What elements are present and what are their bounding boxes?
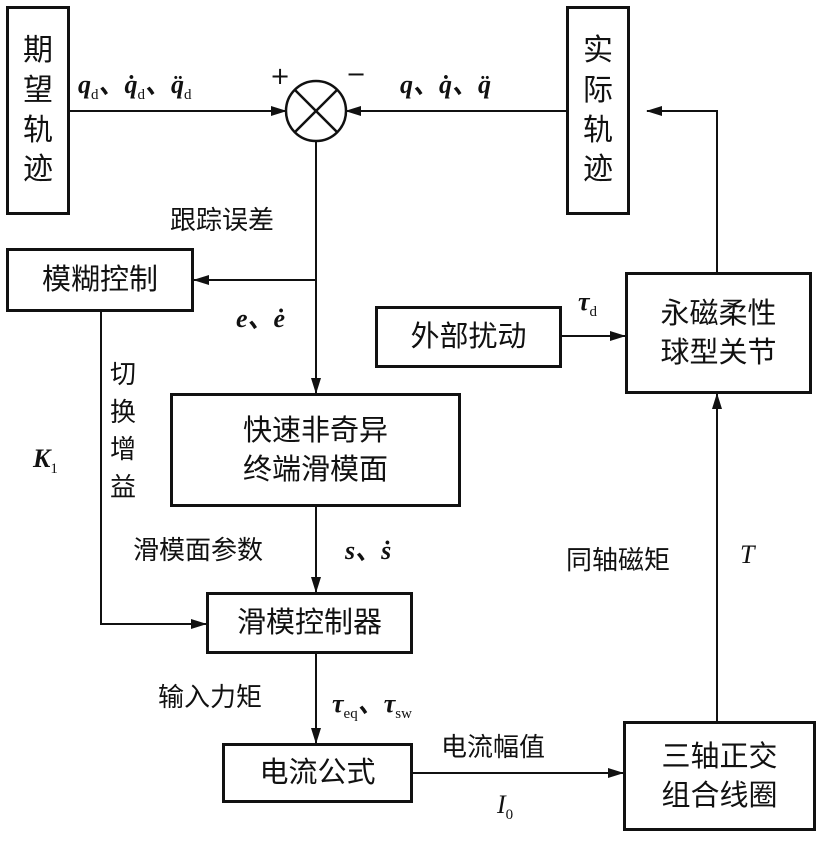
actual-trajectory-block: 实 际 轨 迹 (566, 6, 630, 215)
coaxial-torque-label: 同轴磁矩 (566, 546, 671, 576)
surface-signals-math: s、ṡ (345, 536, 392, 565)
desired-trajectory-block: 期 望 轨 迹 (6, 6, 70, 215)
input-torque-label: 输入力矩 (158, 683, 263, 713)
current-symbol-math: I0 (497, 790, 514, 824)
error-signals-math: e、ė (236, 304, 286, 333)
joint-block: 永磁柔性 球型关节 (625, 272, 812, 394)
disturbance-symbol-math: τd (578, 287, 598, 321)
current-amplitude-label: 电流幅值 (441, 733, 546, 763)
summing-junction (284, 79, 348, 143)
torque-signals-math: τeq、τsw (332, 689, 412, 723)
fast-surface-block: 快速非奇异 终端滑模面 (170, 393, 461, 507)
current-formula-block: 电流公式 (222, 743, 413, 803)
surface-params-label: 滑模面参数 (133, 536, 264, 566)
actual-signals-math: q、q̇、q̈ (400, 70, 492, 99)
arrow-fuzzy-to-smc (100, 312, 207, 629)
arrow-joint-to-actual (646, 106, 718, 272)
minus-sign: − (346, 60, 367, 88)
switching-gain-label: 切 换 增 益 (109, 360, 136, 504)
smc-controller-block: 滑模控制器 (206, 592, 413, 654)
tracking-error-label: 跟踪误差 (170, 206, 275, 236)
fuzzy-control-block: 模糊控制 (6, 248, 194, 312)
desired-signals-math: qd、q̇d、q̈d (78, 70, 192, 104)
plus-sign: + (270, 62, 291, 90)
coils-block: 三轴正交 组合线圈 (623, 721, 816, 831)
torque-symbol-math: T (740, 540, 755, 569)
external-disturbance-block: 外部扰动 (375, 306, 562, 368)
gain-symbol-math: K1 (33, 444, 58, 478)
